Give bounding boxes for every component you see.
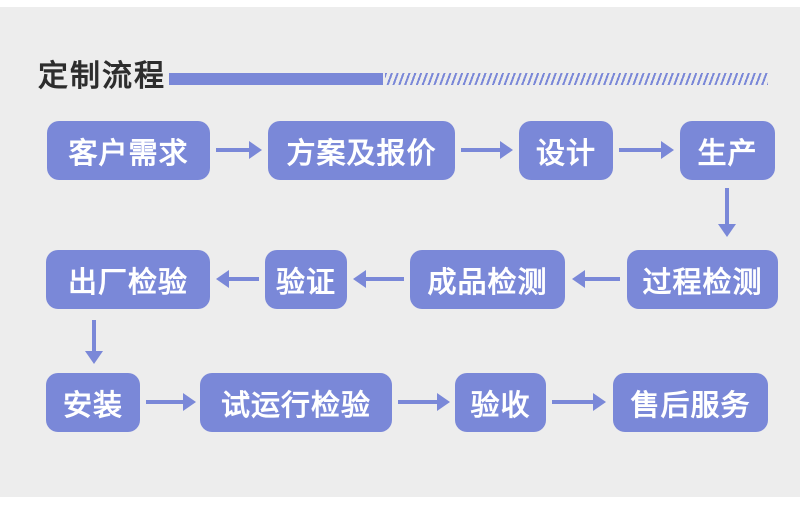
arrow-down-icon xyxy=(718,188,736,237)
flow-step-production: 生产 xyxy=(680,121,775,180)
arrow-left-icon xyxy=(353,270,404,288)
header-bar-stripes xyxy=(385,73,768,85)
arrow-right-icon xyxy=(461,141,513,159)
arrow-right-icon xyxy=(619,141,674,159)
arrow-down-icon xyxy=(85,320,103,364)
arrow-left-icon xyxy=(572,270,620,288)
flow-step-trial-run-inspection: 试运行检验 xyxy=(200,373,392,432)
arrow-right-icon xyxy=(552,393,606,411)
arrow-right-icon xyxy=(216,141,262,159)
flow-step-customer-needs: 客户需求 xyxy=(47,121,210,180)
arrow-right-icon xyxy=(398,393,450,411)
flow-step-design: 设计 xyxy=(519,121,613,180)
flow-step-verification: 验证 xyxy=(265,250,347,309)
section-title: 定制流程 xyxy=(38,60,166,93)
flow-step-installation: 安装 xyxy=(46,373,140,432)
flow-step-acceptance: 验收 xyxy=(455,373,546,432)
flow-step-finished-product-inspection: 成品检测 xyxy=(410,250,565,309)
flow-step-proposal-and-quotation: 方案及报价 xyxy=(268,121,455,180)
arrow-left-icon xyxy=(216,270,259,288)
flow-step-after-sales-service: 售后服务 xyxy=(613,373,768,432)
arrow-right-icon xyxy=(146,393,196,411)
header-bar-solid xyxy=(169,73,383,85)
flow-step-factory-inspection: 出厂检验 xyxy=(46,250,210,309)
flow-step-process-inspection: 过程检测 xyxy=(627,250,778,309)
